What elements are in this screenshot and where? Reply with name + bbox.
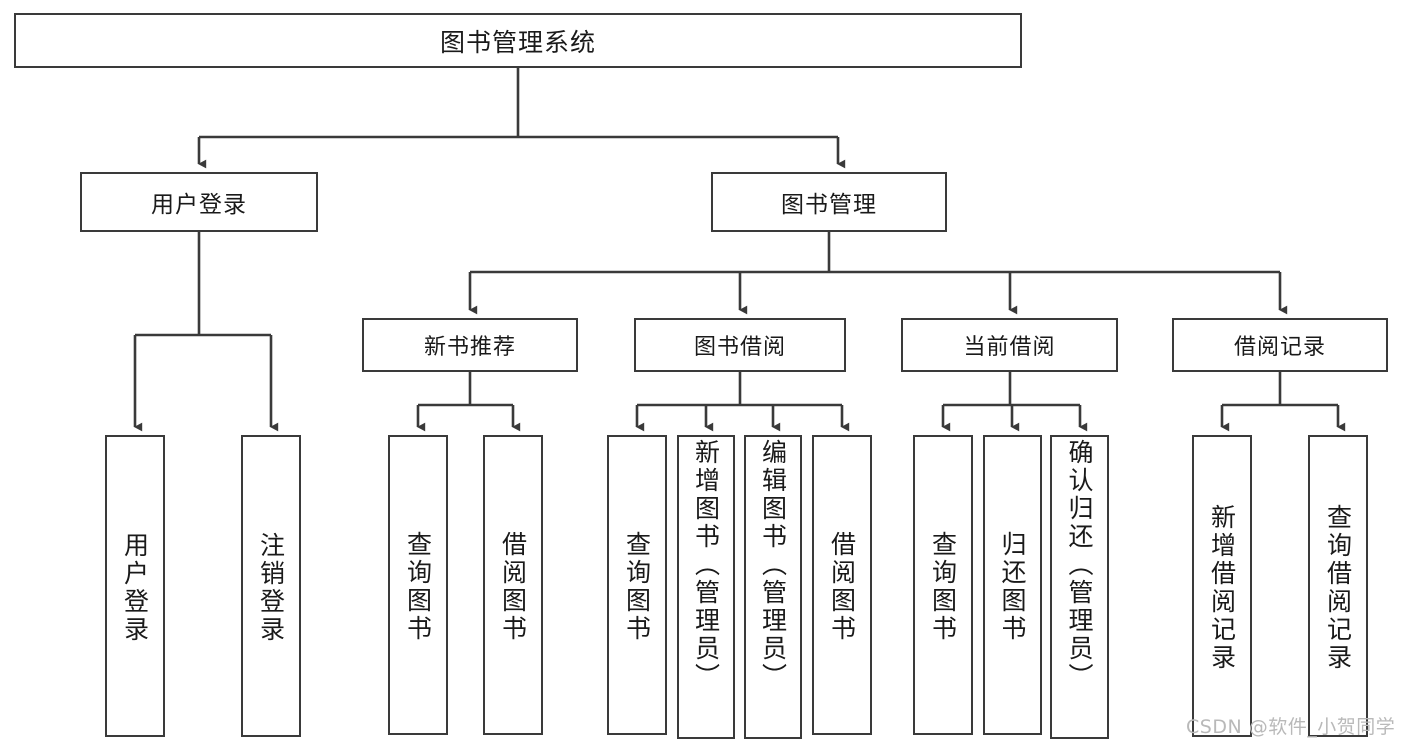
leaf-add-book[interactable]: 新增图书（管理员）: [677, 435, 735, 739]
leaf-add-book-label: 新增图书（管理员）: [691, 439, 721, 691]
node-borrow-record[interactable]: 借阅记录: [1172, 318, 1388, 372]
node-user-login-label: 用户登录: [151, 192, 247, 218]
leaf-borrow-book-1-label: 借阅图书: [498, 531, 528, 643]
leaf-borrow-book-2[interactable]: 借阅图书: [812, 435, 872, 735]
node-current-borrow[interactable]: 当前借阅: [901, 318, 1118, 372]
leaf-edit-book-label: 编辑图书（管理员）: [758, 439, 788, 691]
leaf-query-book-3-label: 查询图书: [928, 531, 958, 643]
leaf-borrow-book-1[interactable]: 借阅图书: [483, 435, 543, 735]
leaf-user-login-label: 用户登录: [120, 532, 150, 644]
node-user-login[interactable]: 用户登录: [80, 172, 318, 232]
node-new-book-rec[interactable]: 新书推荐: [362, 318, 578, 372]
node-root-label: 图书管理系统: [439, 27, 596, 57]
leaf-return-book-label: 归还图书: [998, 531, 1027, 643]
leaf-query-record[interactable]: 查询借阅记录: [1308, 435, 1368, 737]
leaf-edit-book[interactable]: 编辑图书（管理员）: [744, 435, 802, 739]
node-new-book-rec-label: 新书推荐: [423, 335, 516, 360]
node-current-borrow-label: 当前借阅: [963, 335, 1056, 360]
leaf-query-book-3[interactable]: 查询图书: [913, 435, 973, 735]
leaf-query-book-1[interactable]: 查询图书: [388, 435, 448, 735]
leaf-query-book-1-label: 查询图书: [403, 531, 433, 643]
node-root[interactable]: 图书管理系统: [14, 13, 1022, 68]
leaf-logout-label: 注销登录: [256, 532, 286, 644]
leaf-query-book-2[interactable]: 查询图书: [607, 435, 667, 735]
leaf-query-record-label: 查询借阅记录: [1323, 504, 1353, 672]
leaf-user-login[interactable]: 用户登录: [105, 435, 165, 737]
leaf-add-record[interactable]: 新增借阅记录: [1192, 435, 1252, 737]
leaf-add-record-label: 新增借阅记录: [1207, 504, 1237, 672]
node-book-borrow-label: 图书借阅: [693, 335, 786, 360]
node-book-manage-label: 图书管理: [781, 192, 877, 218]
watermark: CSDN @软件_小贺同学: [1186, 716, 1396, 738]
node-borrow-record-label: 借阅记录: [1233, 335, 1326, 360]
leaf-borrow-book-2-label: 借阅图书: [827, 531, 857, 643]
leaf-confirm-return[interactable]: 确认归还（管理员）: [1050, 435, 1109, 739]
node-book-manage[interactable]: 图书管理: [711, 172, 947, 232]
node-book-borrow[interactable]: 图书借阅: [634, 318, 846, 372]
leaf-logout[interactable]: 注销登录: [241, 435, 301, 737]
leaf-query-book-2-label: 查询图书: [622, 531, 652, 643]
leaf-confirm-return-label: 确认归还（管理员）: [1065, 439, 1094, 691]
leaf-return-book[interactable]: 归还图书: [983, 435, 1042, 735]
